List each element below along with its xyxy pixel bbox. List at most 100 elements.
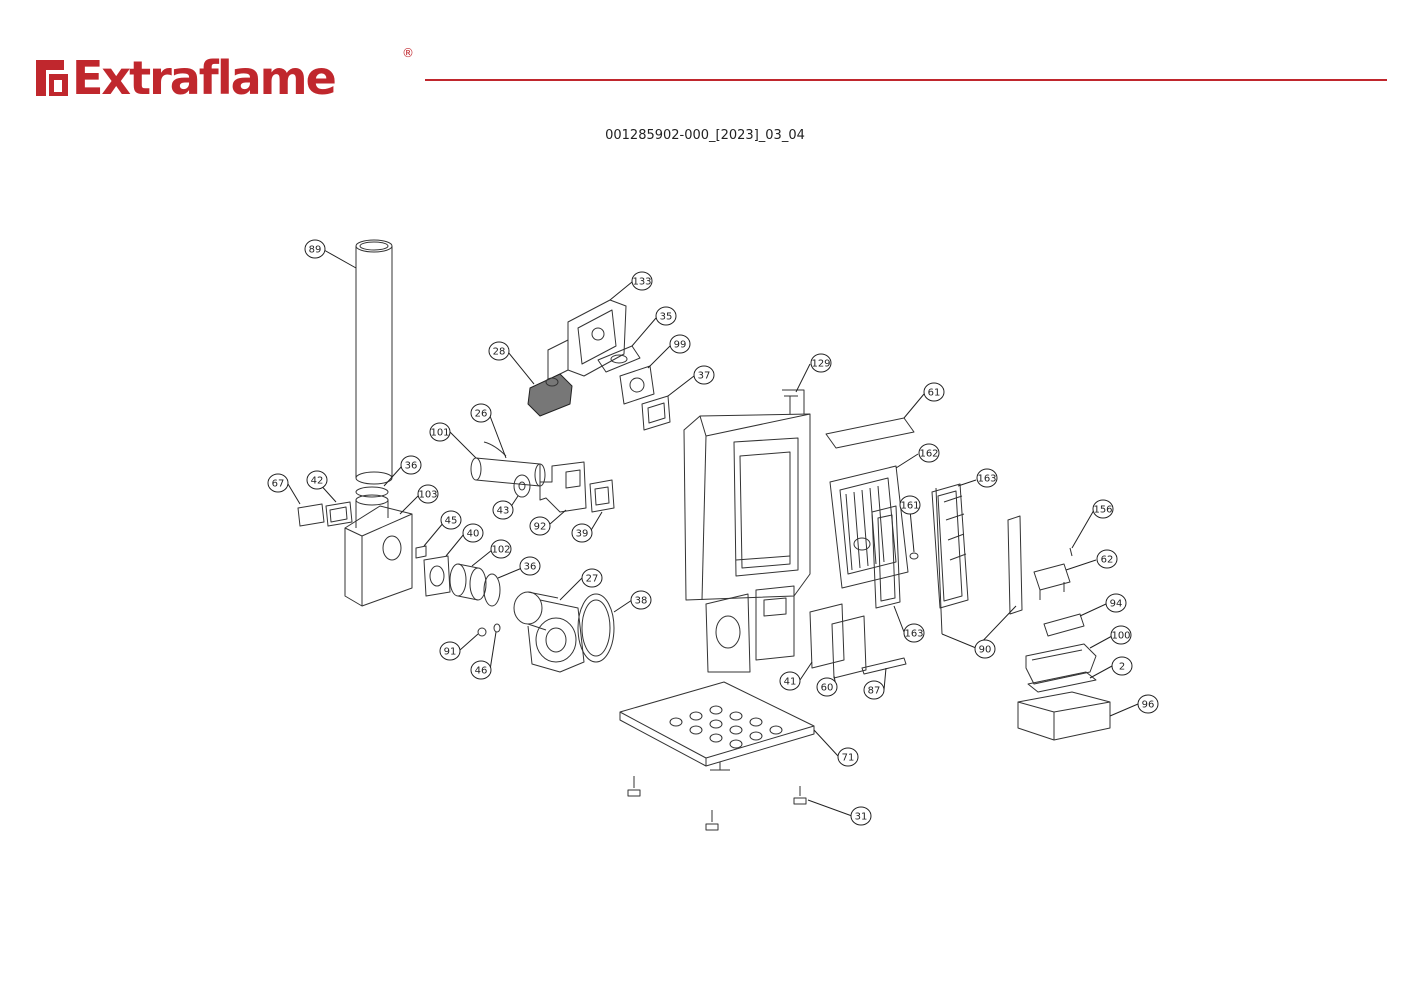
callout-label: 39: [576, 529, 589, 540]
callout-c40: 40: [462, 523, 484, 543]
callout-label: 45: [445, 516, 458, 527]
callout-label: 91: [444, 647, 457, 658]
callout-label: 156: [1093, 505, 1112, 516]
part-gasket-67: [297, 503, 325, 527]
part-fan-gasket: [577, 593, 615, 663]
callout-label: 46: [475, 666, 488, 677]
part-rod-90a: [935, 487, 943, 635]
callout-c92: 92: [529, 516, 551, 536]
callout-label: 101: [430, 428, 449, 439]
leader-lines: [287, 249, 1139, 817]
callout-label: 162: [919, 449, 938, 460]
part-gasket-163-lower: [871, 505, 901, 609]
callout-circle: [779, 671, 801, 691]
callout-circle: [304, 239, 326, 259]
callout-circle: [306, 470, 328, 490]
callout-label: 42: [311, 476, 324, 487]
callout-c38: 38: [630, 590, 652, 610]
callout-label: 102: [491, 545, 510, 556]
callout-label: 40: [467, 529, 480, 540]
callout-label: 36: [405, 461, 418, 472]
callout-circle: [850, 806, 872, 826]
callout-label: 36: [524, 562, 537, 573]
callout-circle: [837, 747, 859, 767]
callout-c133: 133: [631, 271, 653, 291]
part-gasket-2: [1027, 671, 1097, 693]
callout-c101: 101: [429, 422, 451, 442]
callout-circle: [440, 510, 462, 530]
part-plate-42: [325, 501, 353, 527]
callout-circle: [462, 523, 484, 543]
callout-c71: 71: [837, 747, 859, 767]
callout-circle: [655, 306, 677, 326]
callout-c103: 103: [417, 484, 439, 504]
callout-c163a: 163: [976, 468, 998, 488]
callout-c87: 87: [863, 680, 885, 700]
callout-c46: 46: [470, 660, 492, 680]
callout-label: 163: [904, 629, 923, 640]
part-gasket-35: [597, 345, 641, 373]
callout-c100: 100: [1110, 625, 1132, 645]
part-heat-exchanger: [829, 465, 909, 589]
callout-label: 41: [784, 677, 797, 688]
callout-c156: 156: [1092, 499, 1114, 519]
callout-circle: [488, 341, 510, 361]
callout-c60: 60: [816, 677, 838, 697]
callout-label: 99: [674, 340, 687, 351]
callout-c96: 96: [1137, 694, 1159, 714]
callout-circle: [519, 556, 541, 576]
page-header: Extraflame ®: [0, 0, 1410, 120]
callout-c31: 31: [850, 806, 872, 826]
callout-c163b: 163: [903, 623, 925, 643]
callout-label: 129: [811, 359, 830, 370]
callout-c89: 89: [304, 239, 326, 259]
callout-circle: [529, 516, 551, 536]
callout-circle: [630, 590, 652, 610]
part-bar-87: [861, 657, 907, 675]
callout-c37: 37: [693, 365, 715, 385]
callout-circle: [631, 271, 653, 291]
part-base-frame: [619, 681, 815, 771]
callout-label: 161: [900, 501, 919, 512]
callout-circle: [470, 403, 492, 423]
part-washer-46: [493, 623, 501, 633]
callout-label: 90: [979, 645, 992, 656]
part-nut-161: [909, 552, 919, 560]
part-air-tube: [470, 457, 546, 487]
flame-logo-icon: [36, 60, 68, 96]
callout-label: 35: [660, 312, 673, 323]
part-plate-41: [809, 603, 845, 669]
callout-circle: [417, 484, 439, 504]
callout-label: 103: [418, 490, 437, 501]
callout-circle: [1137, 694, 1159, 714]
callout-circle: [903, 623, 925, 643]
registered-mark: ®: [402, 46, 414, 60]
callout-circle: [492, 500, 514, 520]
callout-circle: [267, 473, 289, 493]
callout-c41: 41: [779, 671, 801, 691]
callout-c99: 99: [669, 334, 691, 354]
callout-c27: 27: [581, 568, 603, 588]
callout-circle: [863, 680, 885, 700]
callout-c36b: 36: [519, 556, 541, 576]
part-gasket-37: [641, 395, 671, 431]
callout-circle: [1110, 625, 1132, 645]
part-bracket-94: [1043, 613, 1085, 637]
header-divider: [425, 79, 1387, 81]
callout-c62: 62: [1096, 549, 1118, 569]
callout-c67: 67: [267, 473, 289, 493]
callout-c39: 39: [571, 523, 593, 543]
part-motor-28: [527, 373, 573, 417]
callout-circle: [918, 443, 940, 463]
callout-label: 163: [977, 474, 996, 485]
part-gasket-163-upper: [931, 483, 969, 609]
callout-label: 62: [1101, 555, 1114, 566]
document-code: 001285902-000_[2023]_03_04: [605, 128, 805, 143]
callout-circle: [899, 495, 921, 515]
callout-circle: [571, 523, 593, 543]
callout-c2: 2: [1111, 656, 1133, 676]
part-bracket-133: [547, 299, 627, 381]
callout-label: 37: [698, 371, 711, 382]
